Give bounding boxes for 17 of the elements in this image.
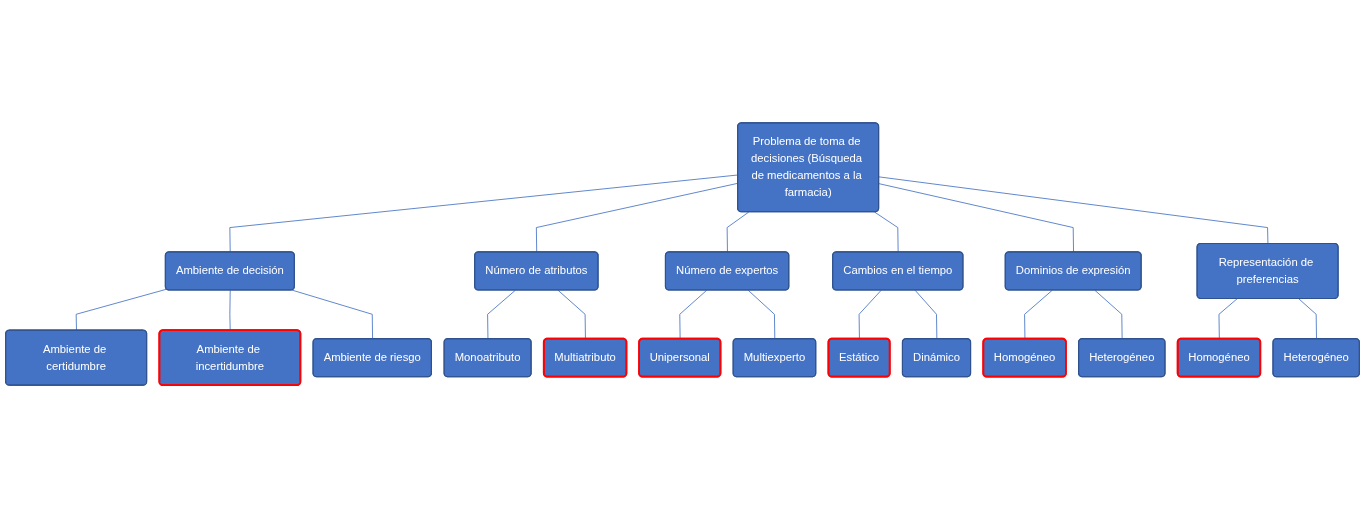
connector xyxy=(874,211,899,253)
connector xyxy=(1094,289,1123,340)
connector xyxy=(1024,289,1053,340)
connector xyxy=(557,289,586,340)
connector xyxy=(858,289,882,340)
connector xyxy=(747,289,776,340)
connector xyxy=(679,289,708,340)
connector xyxy=(726,211,750,253)
connector xyxy=(1298,298,1317,340)
connector xyxy=(878,176,1269,245)
connector xyxy=(487,289,516,340)
connector xyxy=(229,289,231,331)
connector xyxy=(1218,298,1238,340)
connector xyxy=(914,289,938,340)
connector xyxy=(878,183,1074,253)
connector xyxy=(291,289,373,340)
connector xyxy=(75,288,168,331)
